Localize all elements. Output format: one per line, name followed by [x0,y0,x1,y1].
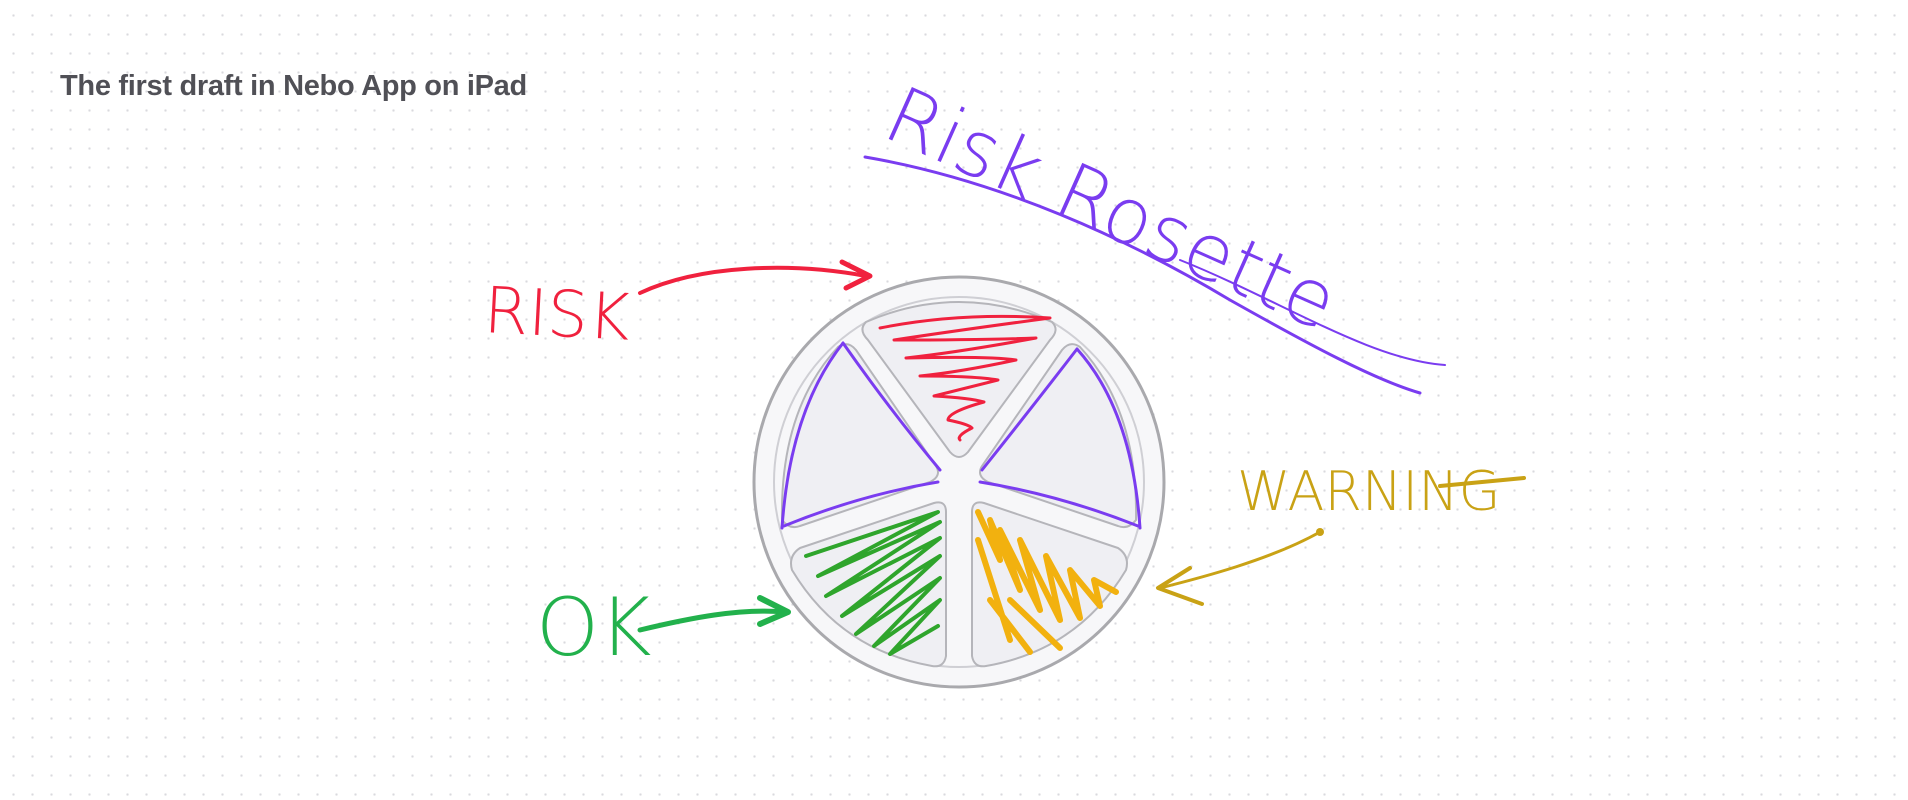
rosette-inner-ring [773,296,1145,668]
page-caption: The first draft in Nebo App on iPad [60,70,527,102]
warning-arrowhead [1156,566,1204,606]
title-underline [863,155,1422,395]
ok-label: OK [536,581,651,674]
warning-underline [1438,476,1526,488]
warning-label: WARNING [1237,460,1500,523]
warning-annotation: WARNING [1156,460,1526,606]
risk-arrow [638,265,868,295]
ok-scribble [804,510,942,656]
warning-arrow [1158,530,1322,590]
warning-scribble [975,509,1119,655]
segment-upper-left [780,343,939,529]
risk-annotation: RISK [482,259,873,356]
ok-arrow [637,608,788,633]
risk-arrowhead [839,259,873,291]
risk-scribble [878,314,1052,442]
risk-rosette [752,275,1166,689]
segment-upper-right [979,343,1138,529]
ok-arrowhead [757,595,791,627]
title-underline-second-stroke [1179,259,1446,366]
upper-left-purple-outline [780,341,942,530]
warning-arrow-tail-dot [1316,528,1324,536]
upper-right-purple-outline [978,347,1142,530]
risk-label: RISK [482,274,632,356]
ok-annotation: OK [536,581,791,674]
